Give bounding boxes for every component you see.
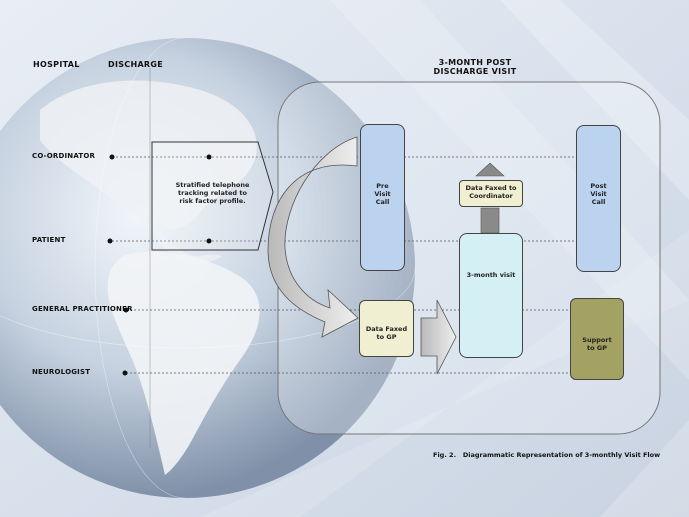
header-hospital: HOSPITAL xyxy=(33,60,80,69)
support-gp-label: Support to GP xyxy=(582,336,612,352)
role-neurologist: NEUROLOGIST xyxy=(32,368,91,376)
three-month-visit-box xyxy=(459,233,523,358)
visit-to-coordinator-connector xyxy=(480,207,500,234)
role-gp: GENERAL PRACTITIONER xyxy=(32,305,133,313)
three-month-visit-label: 3-month visit xyxy=(466,271,516,279)
globe xyxy=(0,37,416,499)
header-discharge: DISCHARGE xyxy=(108,60,164,69)
figure-caption: Fig. 2. Diagrammatic Representation of 3… xyxy=(433,451,661,459)
data-faxed-gp-label: Data Faxed to GP xyxy=(365,325,408,341)
data-faxed-coordinator-box xyxy=(459,180,523,207)
tracking-label: Stratified telephone tracking related to… xyxy=(175,181,250,205)
post-visit-call-box xyxy=(576,125,621,272)
role-patient: PATIENT xyxy=(32,236,66,244)
pre-visit-call-box xyxy=(360,124,405,271)
data-faxed-gp-box xyxy=(359,300,414,357)
gp-to-visit-arrow xyxy=(420,299,457,375)
curved-arrow xyxy=(267,136,359,338)
post-visit-call-label: Post Visit Call xyxy=(590,182,607,206)
pre-visit-call-label: Pre Visit Call xyxy=(374,182,391,206)
support-gp-box xyxy=(570,298,624,380)
role-dots xyxy=(107,154,129,376)
header-post-visit: 3-MONTH POST DISCHARGE VISIT xyxy=(433,58,517,77)
tracking-arrow xyxy=(151,141,274,251)
role-coordinator: CO-ORDINATOR xyxy=(32,152,96,160)
coordinator-up-arrow xyxy=(475,162,505,177)
data-faxed-coordinator-label: Data Faxed to Coordinator xyxy=(465,184,517,200)
